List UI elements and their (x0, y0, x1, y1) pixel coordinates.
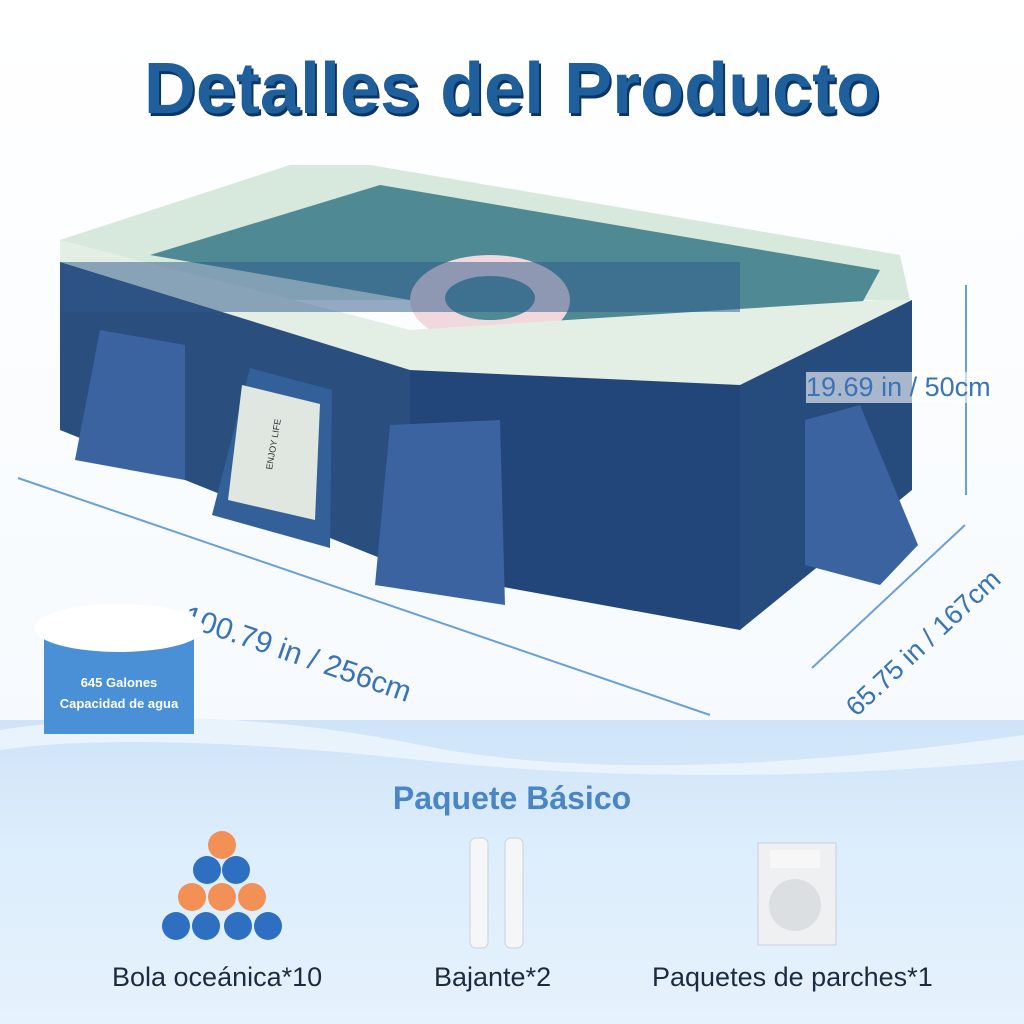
pool-rim (60, 240, 912, 385)
package-item-hose: Bajante*2 (434, 962, 552, 992)
capacity-badge: 645 Galones Capacidad de agua (34, 604, 204, 734)
package-item-patches: Paquetes de parches*1 (652, 962, 933, 992)
support-leg (375, 420, 505, 605)
height-dimension: 19.69 in / 50cm (806, 372, 991, 403)
support-leg (75, 330, 185, 480)
hose-icon (469, 837, 524, 949)
package-title: Paquete Básico (392, 780, 632, 816)
support-leg (805, 405, 918, 585)
capacity-label: Capacidad de agua (59, 696, 179, 711)
patch-kit-icon (757, 842, 837, 946)
wave-decoration (0, 718, 1024, 775)
balls-icon (162, 831, 282, 940)
page-title: Detalles del Producto (143, 49, 881, 129)
capacity-value: 645 Galones (80, 675, 158, 690)
package-item-balls: Bola oceánica*10 (112, 962, 323, 992)
